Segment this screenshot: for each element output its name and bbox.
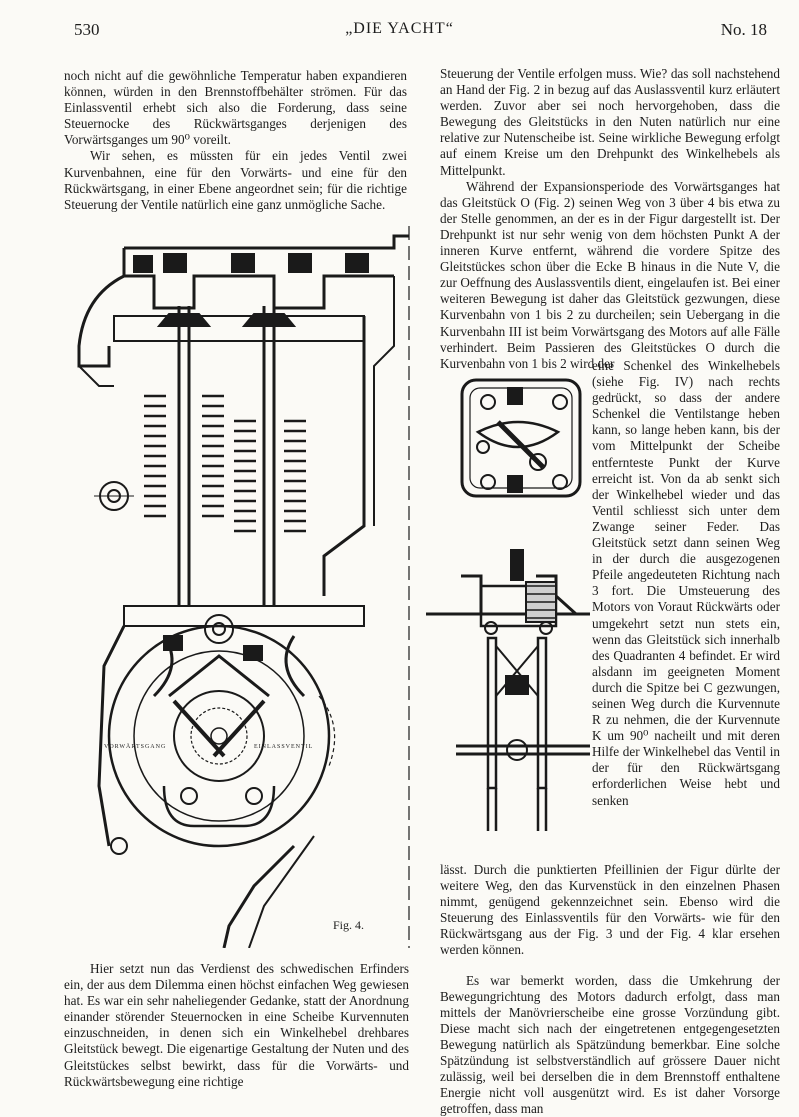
figure-4-label-left: VORWÄRTSGANG xyxy=(104,744,167,750)
paragraph: lässt. Durch die punktierten Pfeillinien… xyxy=(440,862,780,958)
right-column-narrow: eine Schenkel des Winkelhebels (siehe Fi… xyxy=(592,358,780,809)
paragraph: Wir sehen, es müssten für ein jedes Vent… xyxy=(64,148,407,212)
page-number: 530 xyxy=(74,20,100,39)
figure-4-label-right: EINLASSVENTIL xyxy=(254,744,314,750)
figure-2-cam-plate xyxy=(448,372,588,512)
paragraph: Hier setzt nun das Verdienst des schwedi… xyxy=(64,961,409,1089)
right-column-bottom: lässt. Durch die punktierten Pfeillinien… xyxy=(440,862,780,1117)
figure-4-engine-section: VORWÄRTSGANG EINLASSVENTIL xyxy=(64,226,420,949)
figure-4-drawing xyxy=(77,226,410,949)
figure-4-caption: Fig. 4. xyxy=(333,918,365,932)
paragraph: Steuerung der Ventile erfolgen muss. Wie… xyxy=(440,66,780,178)
right-column-top: Steuerung der Ventile erfolgen muss. Wie… xyxy=(440,66,780,372)
figure-3-lever-assembly xyxy=(426,546,590,836)
left-column-bottom: Hier setzt nun das Verdienst des schwedi… xyxy=(64,961,409,1090)
paragraph: noch nicht auf die gewöhnliche Temperatu… xyxy=(64,68,407,148)
issue-number: No. 18 xyxy=(720,20,767,39)
page-header-title: „DIE YACHT“ xyxy=(345,20,454,37)
paragraph: Während der Expansionsperiode des Vorwär… xyxy=(440,178,780,371)
figure-2-drawing xyxy=(460,378,582,498)
paragraph: eine Schenkel des Winkelhebels (siehe Fi… xyxy=(592,358,780,808)
figure-3-drawing xyxy=(426,549,590,831)
left-column-top: noch nicht auf die gewöhnliche Temperatu… xyxy=(64,68,407,213)
paragraph: Es war bemerkt worden, dass die Umkehrun… xyxy=(440,972,780,1117)
